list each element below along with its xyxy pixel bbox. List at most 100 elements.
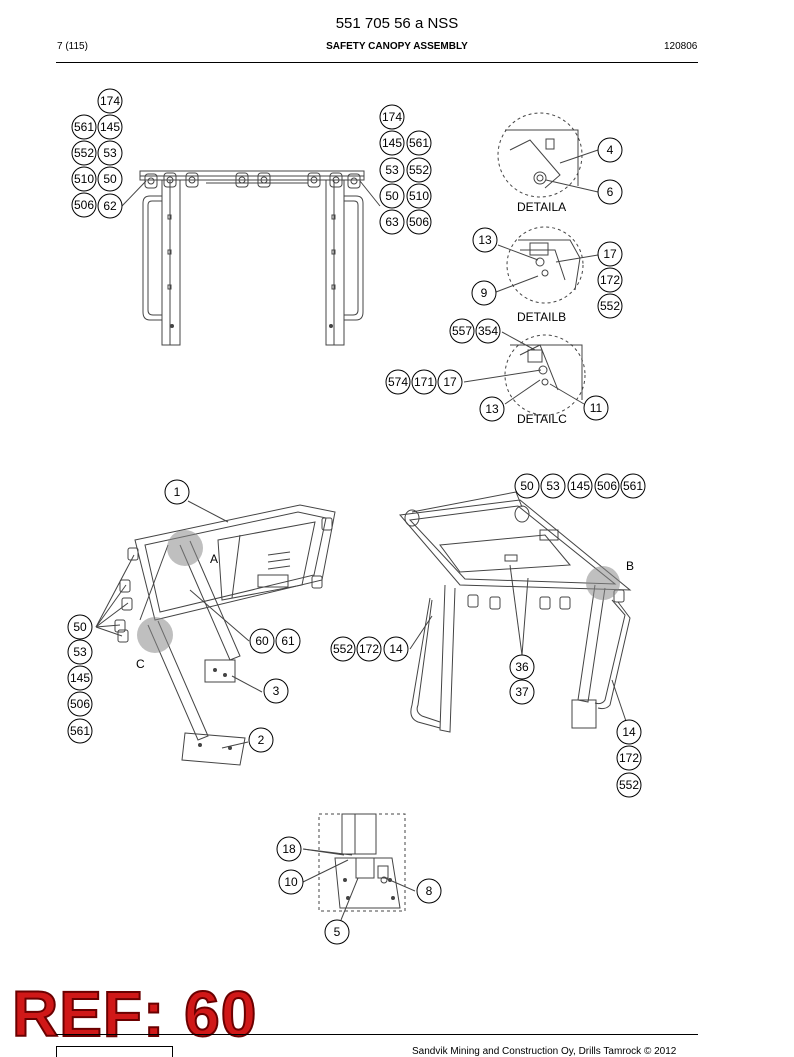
callout-bubble bbox=[406, 209, 432, 235]
callout-number: 561 bbox=[409, 136, 429, 150]
callout-bubble bbox=[594, 473, 620, 499]
callout-number: 561 bbox=[74, 120, 94, 134]
footer-rule bbox=[56, 1034, 698, 1035]
callout-bubble bbox=[385, 369, 411, 395]
callout-number: 552 bbox=[333, 642, 353, 656]
callout-bubble bbox=[67, 718, 93, 744]
callout-bubble bbox=[67, 614, 93, 640]
callout-bubble bbox=[248, 727, 274, 753]
callout-number: 50 bbox=[385, 189, 399, 203]
callout-bubble bbox=[479, 396, 505, 422]
callout-number: 574 bbox=[388, 375, 408, 389]
ref-stamp: REF: 60 bbox=[11, 978, 258, 1050]
callout-bubble bbox=[406, 183, 432, 209]
callout-number: 53 bbox=[546, 479, 560, 493]
callout-number: 11 bbox=[590, 401, 603, 415]
document-number: 551 705 56 a NSS bbox=[335, 15, 459, 32]
callout-bubble bbox=[324, 919, 350, 945]
callout-number: 354 bbox=[478, 324, 498, 338]
callout-number: 557 bbox=[452, 324, 472, 338]
callout-number: 10 bbox=[284, 875, 298, 889]
callout-number: 552 bbox=[409, 163, 429, 177]
callout-bubble bbox=[71, 192, 97, 218]
iso-right-canopy bbox=[399, 499, 632, 733]
callout-bubble bbox=[97, 140, 123, 166]
callout-number: 145 bbox=[570, 479, 590, 493]
callout-number: 145 bbox=[70, 671, 90, 685]
callout-bubble bbox=[356, 636, 382, 662]
callout-bubble bbox=[278, 869, 304, 895]
view-letter-b: B bbox=[626, 559, 634, 573]
callout-number: 145 bbox=[100, 120, 120, 134]
detail-c-label: DETAILC bbox=[517, 412, 567, 426]
detail-b-label: DETAILB bbox=[517, 310, 566, 324]
callout-bubble bbox=[379, 209, 405, 235]
callout-bubble bbox=[514, 473, 540, 499]
view-letter-c: C bbox=[136, 657, 145, 671]
callout-number: 60 bbox=[255, 634, 269, 648]
callout-number: 61 bbox=[281, 634, 295, 648]
callout-number: 53 bbox=[103, 146, 117, 160]
callout-bubble bbox=[616, 745, 642, 771]
callout-number: 561 bbox=[623, 479, 643, 493]
callout-bubble bbox=[597, 137, 623, 163]
callout-number: 510 bbox=[409, 189, 429, 203]
header-rule bbox=[56, 62, 698, 63]
callout-bubble bbox=[249, 628, 275, 654]
callout-number: 174 bbox=[100, 94, 120, 108]
callout-bubble bbox=[509, 679, 535, 705]
callout-bubble bbox=[406, 157, 432, 183]
callout-bubble bbox=[97, 193, 123, 219]
callout-number: 17 bbox=[603, 247, 617, 261]
callout-number: 172 bbox=[600, 273, 620, 287]
callout-number: 53 bbox=[73, 645, 87, 659]
callout-bubble bbox=[97, 88, 123, 114]
callout-number: 13 bbox=[485, 402, 499, 416]
callout-number: 4 bbox=[607, 143, 614, 157]
callout-bubble bbox=[540, 473, 566, 499]
callout-bubble bbox=[437, 369, 463, 395]
callout-bubble bbox=[263, 678, 289, 704]
callout-number: 172 bbox=[359, 642, 379, 656]
callout-number: 62 bbox=[103, 199, 117, 213]
callout-bubble bbox=[164, 479, 190, 505]
callout-number: 36 bbox=[515, 660, 529, 674]
callout-bubble bbox=[379, 104, 405, 130]
callout-bubble bbox=[67, 691, 93, 717]
callout-bubble bbox=[597, 241, 623, 267]
callout-bubble bbox=[616, 719, 642, 745]
callout-bubble bbox=[71, 166, 97, 192]
callout-bubble bbox=[67, 639, 93, 665]
callout-bubble bbox=[97, 114, 123, 140]
callout-number: 13 bbox=[478, 233, 492, 247]
callout-bubble bbox=[379, 157, 405, 183]
callout-number: 3 bbox=[273, 684, 280, 698]
callout-number: 50 bbox=[520, 479, 534, 493]
detail-c-view bbox=[463, 331, 586, 416]
callout-number: 8 bbox=[426, 884, 433, 898]
callout-bubble bbox=[383, 636, 409, 662]
callout-number: 6 bbox=[607, 185, 614, 199]
callout-number: 174 bbox=[382, 110, 402, 124]
callout-number: 63 bbox=[385, 215, 399, 229]
callout-bubble bbox=[276, 836, 302, 862]
detail-b-view bbox=[495, 226, 599, 304]
callout-number: 9 bbox=[481, 286, 488, 300]
callout-number: 561 bbox=[70, 724, 90, 738]
callout-bubble bbox=[597, 293, 623, 319]
callout-number: 506 bbox=[70, 697, 90, 711]
callout-bubble bbox=[449, 318, 475, 344]
callout-bubble bbox=[416, 878, 442, 904]
callout-bubble bbox=[379, 183, 405, 209]
callout-bubble bbox=[379, 130, 405, 156]
callout-bubble bbox=[616, 772, 642, 798]
callout-number: 552 bbox=[619, 778, 639, 792]
callout-bubble bbox=[406, 130, 432, 156]
callout-number: 50 bbox=[73, 620, 87, 634]
callout-number: 17 bbox=[443, 375, 457, 389]
callout-number: 37 bbox=[515, 685, 529, 699]
callout-number: 552 bbox=[74, 146, 94, 160]
callout-bubble bbox=[475, 318, 501, 344]
callout-bubble bbox=[97, 166, 123, 192]
